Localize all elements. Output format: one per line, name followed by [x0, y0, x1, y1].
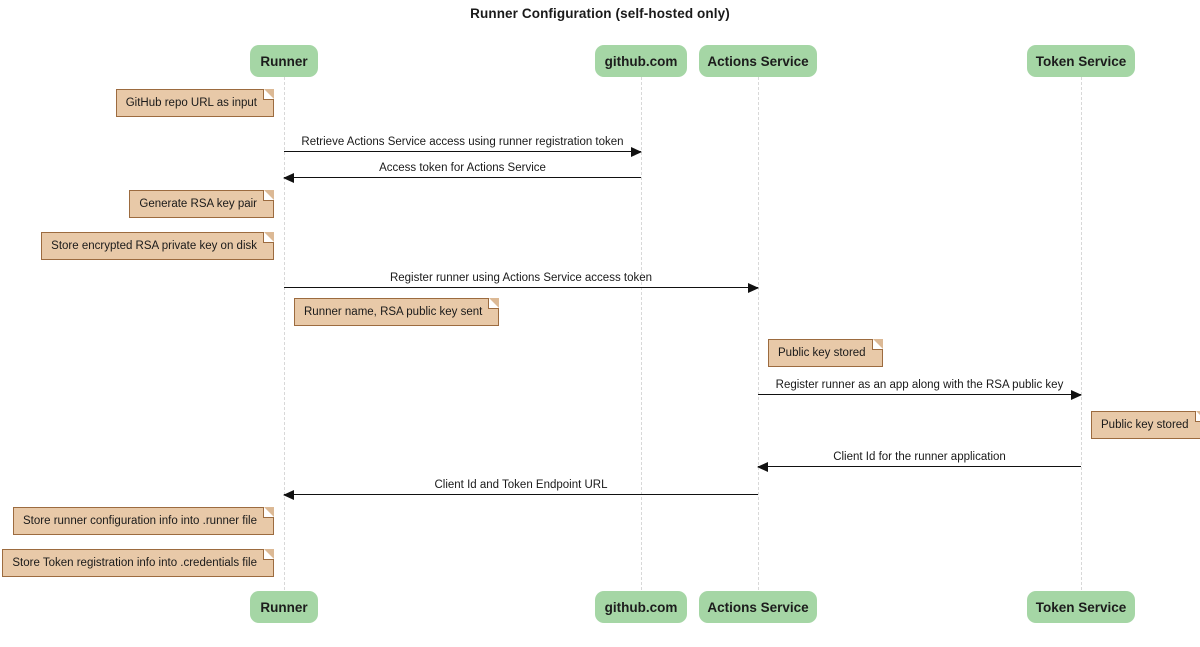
message-line	[284, 494, 758, 495]
lifeline-github	[641, 77, 642, 590]
page-title: Runner Configuration (self-hosted only)	[470, 6, 730, 21]
message-retrieve-actions-access: Retrieve Actions Service access using ru…	[284, 136, 642, 157]
arrowhead-icon	[631, 146, 642, 157]
message-register-runner-as-app: Register runner as an app along with the…	[758, 379, 1082, 400]
participant-top-token[interactable]: Token Service	[1027, 45, 1135, 77]
message-access-token-for-actions: Access token for Actions Service	[283, 162, 641, 183]
message-line	[284, 151, 641, 152]
participant-top-actions[interactable]: Actions Service	[699, 45, 817, 77]
note-store-token-registration-info[interactable]: Store Token registration info into .cred…	[2, 549, 274, 577]
message-register-runner: Register runner using Actions Service ac…	[284, 272, 759, 293]
message-line	[758, 466, 1081, 467]
participant-bottom-runner[interactable]: Runner	[250, 591, 318, 623]
message-label: Register runner as an app along with the…	[775, 379, 1064, 391]
arrowhead-icon	[748, 282, 759, 293]
message-label: Access token for Actions Service	[379, 162, 546, 174]
message-line	[284, 177, 641, 178]
arrowhead-icon	[283, 172, 294, 183]
lifeline-token	[1081, 77, 1082, 590]
participant-top-github[interactable]: github.com	[595, 45, 687, 77]
lifeline-runner	[284, 77, 285, 590]
note-public-key-stored-actions[interactable]: Public key stored	[768, 339, 883, 367]
note-generate-rsa-key-pair[interactable]: Generate RSA key pair	[129, 190, 274, 218]
lifeline-actions	[758, 77, 759, 590]
note-github-repo-url-input[interactable]: GitHub repo URL as input	[115, 89, 275, 117]
message-client-id-for-runner-app: Client Id for the runner application	[757, 451, 1081, 472]
note-store-encrypted-rsa-private-key[interactable]: Store encrypted RSA private key on disk	[41, 232, 274, 260]
note-store-runner-config-info[interactable]: Store runner configuration info into .ru…	[13, 507, 274, 535]
arrowhead-icon	[757, 461, 768, 472]
message-line	[284, 287, 758, 288]
participant-bottom-actions[interactable]: Actions Service	[699, 591, 817, 623]
participant-bottom-github[interactable]: github.com	[595, 591, 687, 623]
participant-bottom-token[interactable]: Token Service	[1027, 591, 1135, 623]
message-label: Retrieve Actions Service access using ru…	[301, 136, 624, 148]
message-label: Client Id for the runner application	[833, 451, 1006, 463]
message-line	[758, 394, 1081, 395]
message-label: Client Id and Token Endpoint URL	[434, 479, 608, 491]
arrowhead-icon	[283, 489, 294, 500]
message-label: Register runner using Actions Service ac…	[389, 272, 653, 284]
arrowhead-icon	[1071, 389, 1082, 400]
participant-top-runner[interactable]: Runner	[250, 45, 318, 77]
message-client-id-and-token-endpoint: Client Id and Token Endpoint URL	[283, 479, 758, 500]
note-runner-name-rsa-public-key-sent[interactable]: Runner name, RSA public key sent	[294, 298, 500, 326]
note-public-key-stored-token[interactable]: Public key stored	[1091, 411, 1200, 439]
